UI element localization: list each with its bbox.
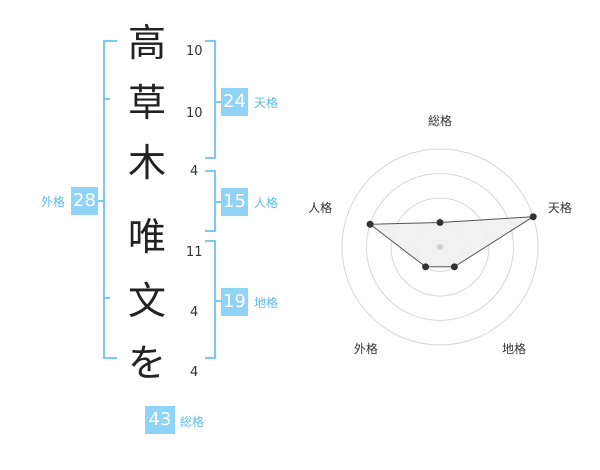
- stroke-count-6: 4: [190, 365, 199, 380]
- chikaku-badge: 19: [221, 288, 248, 316]
- radar-axis-label-5: 人格: [308, 200, 332, 215]
- radar-ring-2: [390, 197, 490, 297]
- soukaku-label: 総格: [180, 415, 205, 429]
- radar-center-dot: [437, 244, 443, 250]
- radar-axis-label-4: 外格: [354, 341, 378, 356]
- radar-axis-label-3: 地格: [502, 341, 526, 356]
- radar-axis-label-1: 総格: [428, 113, 452, 128]
- soukaku-badge: 43: [145, 406, 175, 434]
- name-char-2: 草: [127, 81, 166, 125]
- stroke-count-5: 4: [190, 305, 199, 320]
- jinkaku-badge: 15: [221, 188, 248, 216]
- stroke-count-4: 11: [186, 245, 203, 260]
- radar-ring-4: [341, 148, 539, 346]
- radar-point-3: [450, 263, 458, 271]
- radar-axis-label-2: 天格: [548, 200, 572, 215]
- radar-point-2: [529, 213, 537, 221]
- tenkaku-label: 天格: [254, 96, 279, 110]
- radar-ring-3: [366, 173, 514, 321]
- name-char-5: 文: [127, 279, 166, 323]
- gaikaku-badge: 28: [71, 187, 98, 215]
- radar-polygon: [368, 216, 534, 268]
- name-char-4: 唯: [127, 215, 166, 259]
- gaikaku-label: 外格: [41, 195, 66, 209]
- stroke-count-2: 10: [186, 106, 203, 121]
- tenkaku-badge: 24: [221, 88, 248, 116]
- jinkaku-label: 人格: [254, 196, 279, 210]
- stroke-count-1: 10: [186, 44, 203, 59]
- radar-point-5: [366, 220, 374, 228]
- radar-point-1: [436, 219, 444, 226]
- radar-point-4: [422, 263, 430, 271]
- name-char-6: を: [127, 341, 166, 385]
- name-char-3: 木: [127, 141, 166, 185]
- chikaku-label: 地格: [254, 296, 279, 310]
- stroke-count-3: 4: [190, 164, 199, 179]
- name-char-1: 高: [127, 21, 166, 65]
